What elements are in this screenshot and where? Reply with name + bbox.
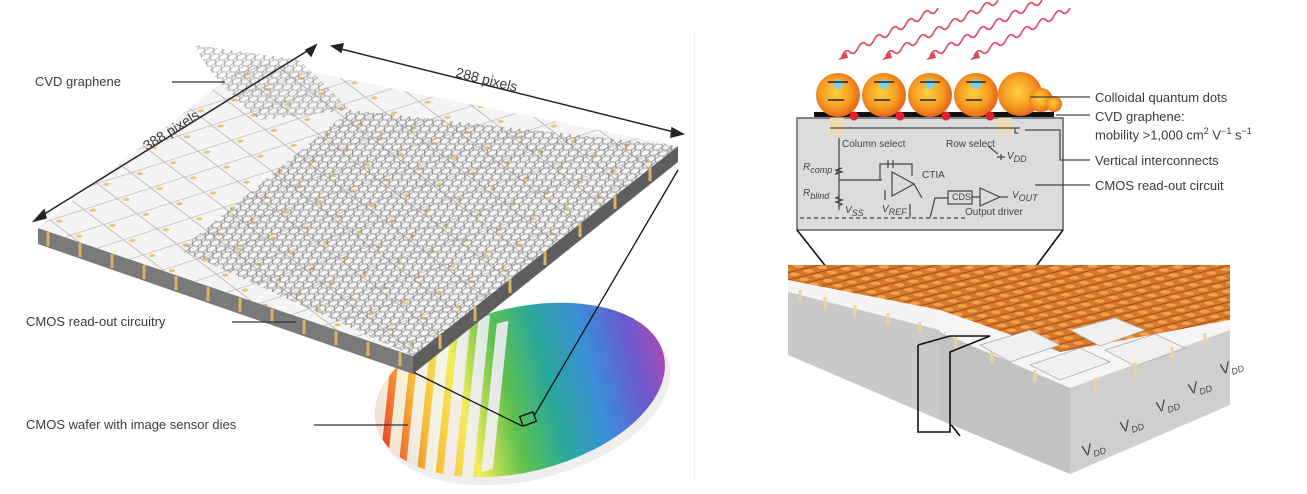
vout-label: VOUT: [1012, 190, 1038, 203]
graphene-cmos-sensor-illustration: 288 pixels 388 pixels CVD graphene CMOS …: [26, 43, 686, 494]
incident-photons: [841, 0, 1071, 57]
callout-cmos-readout-circuitry: CMOS read-out circuitry: [26, 314, 166, 329]
vss-label: VSS: [845, 205, 864, 218]
panel-divider: [694, 30, 695, 480]
cmos-readout-box: [796, 117, 1064, 231]
sensor-chip: [38, 45, 678, 374]
callout-colloidal-quantum-dots: Colloidal quantum dots: [1095, 90, 1228, 105]
callout-cmos-readout-circuit: CMOS read-out circuit: [1095, 178, 1224, 193]
vref-label: VREF: [882, 204, 907, 217]
callout-cmos-wafer: CMOS wafer with image sensor dies: [26, 417, 237, 432]
readout-circuit-schematic: [800, 127, 1020, 219]
rcomp-label: Rcomp: [803, 162, 833, 175]
output-driver-label: Output driver: [965, 207, 1023, 218]
callout-vertical-interconnects: Vertical interconnects: [1095, 153, 1219, 168]
ctia-label: CTIA: [922, 170, 945, 181]
vdd-circuit-label: VDD: [1007, 151, 1027, 164]
pixel-cross-section-drawing: [788, 0, 1230, 474]
quantum-dots: [816, 72, 1062, 121]
callout-graphene-mobility: mobility >1,000 cm2 V−1 s−1: [1095, 126, 1252, 143]
callout-cvd-graphene: CVD graphene: [35, 74, 121, 89]
column-select-label: Column select: [842, 139, 906, 150]
zoom-line: [412, 371, 523, 427]
cds-label: CDS: [952, 192, 972, 202]
callout-cvd-graphene: CVD graphene:: [1095, 109, 1185, 124]
dimension-arrows: [31, 43, 686, 223]
pixel-array-block: [788, 265, 1230, 474]
row-select-label: Row select: [946, 139, 995, 150]
rblind-label: Rblind: [803, 188, 830, 201]
quantum-dot-graphene-pixel-illustration: VDD VDD VDD VDD VDD Column select Row se…: [760, 0, 1307, 494]
sensor-chip-drawing: [31, 43, 686, 494]
zoom-line: [533, 169, 679, 417]
